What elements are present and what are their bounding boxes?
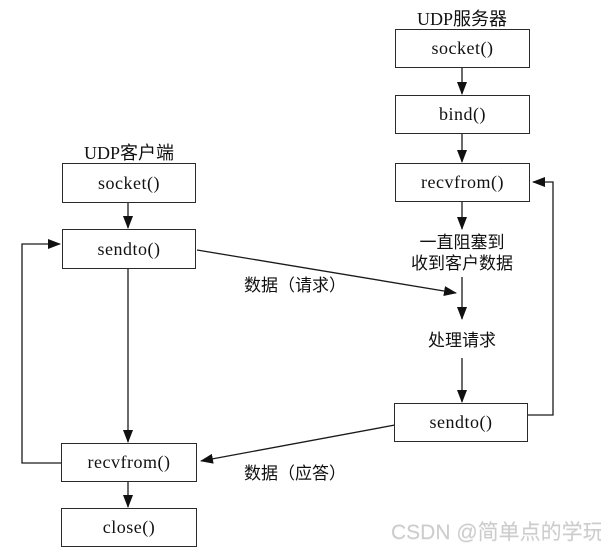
client-sendto-box: sendto() [62,229,196,269]
server-column-title: UDP服务器 [416,9,507,29]
arrow-data-reply [200,424,396,464]
arrow-data-request [196,249,457,296]
loop-client-recvfrom-to-sendto [21,239,61,464]
client-recvfrom-box: recvfrom() [61,443,197,482]
client-column-title: UDP客户端 [83,143,174,163]
server-process-note: 处理请求 [428,331,496,350]
server-socket-box: socket() [395,29,530,68]
server-sendto-box: sendto() [394,403,528,442]
client-socket-box: socket() [62,163,196,203]
server-bind-box: bind() [395,95,530,134]
server-block-note-line1: 一直阻塞到 [419,233,505,252]
csdn-watermark: CSDN @简单点的学玩 [391,521,601,544]
loop-server-sendto-to-recvfrom [528,177,554,416]
data-request-label: 数据（请求） [244,276,346,295]
server-recvfrom-box: recvfrom() [395,163,530,202]
data-reply-label: 数据（应答） [244,464,346,483]
server-block-note-line2: 收到客户数据 [411,254,513,273]
server-block-note: 一直阻塞到 收到客户数据 [382,232,542,274]
client-close-box: close() [61,508,197,547]
